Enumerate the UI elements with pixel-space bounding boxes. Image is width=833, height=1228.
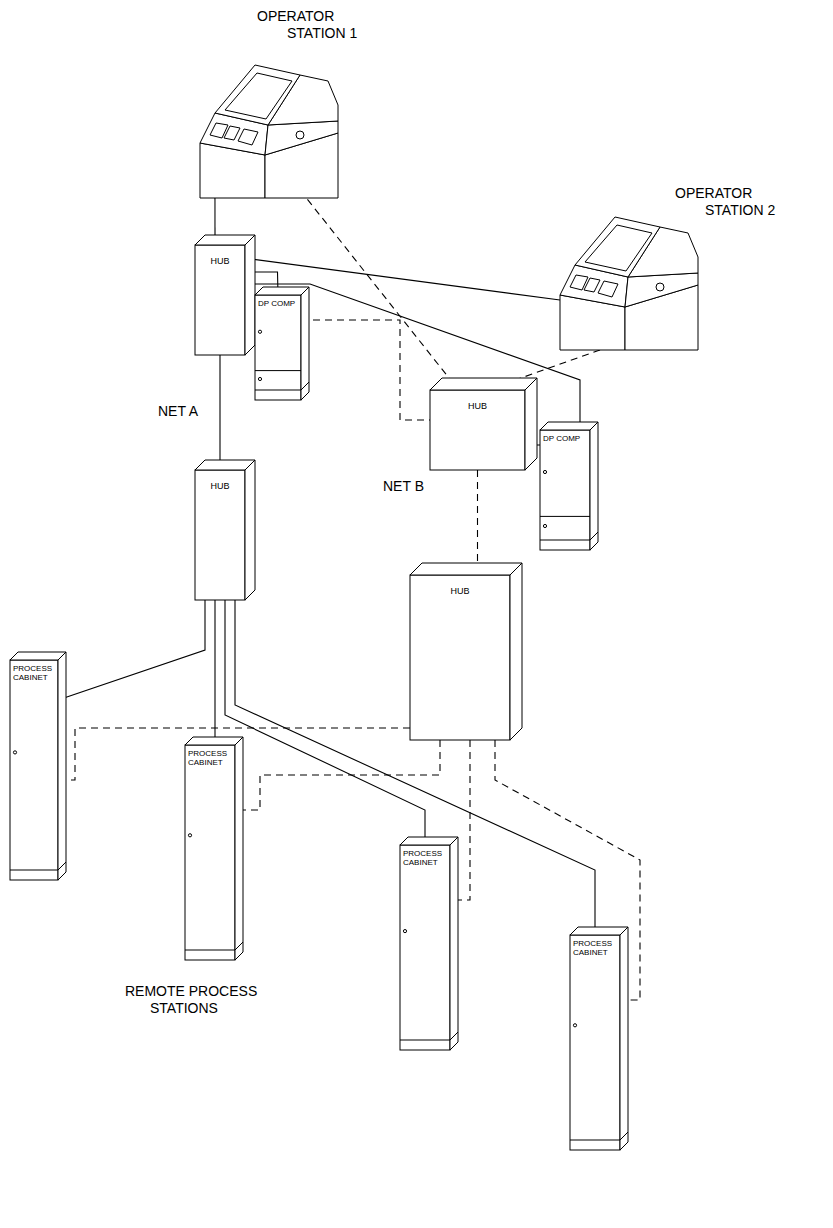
box-label: PROCESS CABINET bbox=[570, 935, 620, 958]
cabinet-outline bbox=[10, 660, 58, 880]
net-b-cable bbox=[300, 190, 459, 390]
operator-station: OPERATOR STATION 2 bbox=[560, 185, 825, 350]
net-a-cable bbox=[225, 600, 425, 845]
box-label: PROCESS CABINET bbox=[400, 845, 450, 868]
network-hub: HUB bbox=[430, 390, 525, 470]
network-hub: HUB bbox=[195, 245, 245, 355]
station-label: OPERATOR STATION 1 bbox=[257, 8, 377, 42]
net-a-cable bbox=[214, 600, 215, 745]
operator-station: OPERATOR STATION 1 bbox=[195, 8, 345, 190]
process-cabinet: PROCESS CABINET bbox=[185, 745, 235, 960]
cabinet-outline bbox=[410, 575, 510, 740]
cabinet-outline bbox=[255, 295, 301, 400]
process-cabinet: PROCESS CABINET bbox=[10, 660, 58, 880]
box-label: DP COMP bbox=[540, 430, 590, 444]
process-cabinet: PROCESS CABINET bbox=[570, 935, 620, 1150]
net-b-cable bbox=[477, 470, 478, 575]
network-label: NET A bbox=[158, 403, 218, 420]
dp-computer: DP COMP bbox=[255, 295, 301, 400]
box-label: HUB bbox=[430, 390, 525, 412]
cabinet-outline bbox=[400, 845, 450, 1050]
box-label: HUB bbox=[195, 245, 245, 267]
station-label: OPERATOR STATION 2 bbox=[675, 185, 795, 219]
cabinet-outline bbox=[540, 430, 590, 550]
net-a-cable bbox=[58, 600, 205, 700]
box-label: PROCESS CABINET bbox=[185, 745, 235, 768]
box-label: DP COMP bbox=[255, 295, 301, 309]
box-label: PROCESS CABINET bbox=[10, 660, 58, 683]
cabinet-outline bbox=[570, 935, 620, 1150]
net-b-cable bbox=[235, 740, 440, 810]
process-cabinet: PROCESS CABINET bbox=[400, 845, 450, 1050]
network-hub: HUB bbox=[410, 575, 510, 740]
group-label: REMOTE PROCESS STATIONS bbox=[125, 983, 260, 1017]
network-hub: HUB bbox=[195, 470, 245, 600]
box-label: HUB bbox=[195, 470, 245, 492]
dp-computer: DP COMP bbox=[540, 430, 590, 550]
cabinet-outline bbox=[185, 745, 235, 960]
network-label: NET B bbox=[383, 478, 443, 495]
box-label: HUB bbox=[410, 575, 510, 597]
net-b-cable bbox=[301, 320, 430, 420]
console-outline bbox=[560, 185, 825, 350]
net-a-cable bbox=[219, 355, 220, 470]
net-a-cable bbox=[245, 258, 560, 300]
